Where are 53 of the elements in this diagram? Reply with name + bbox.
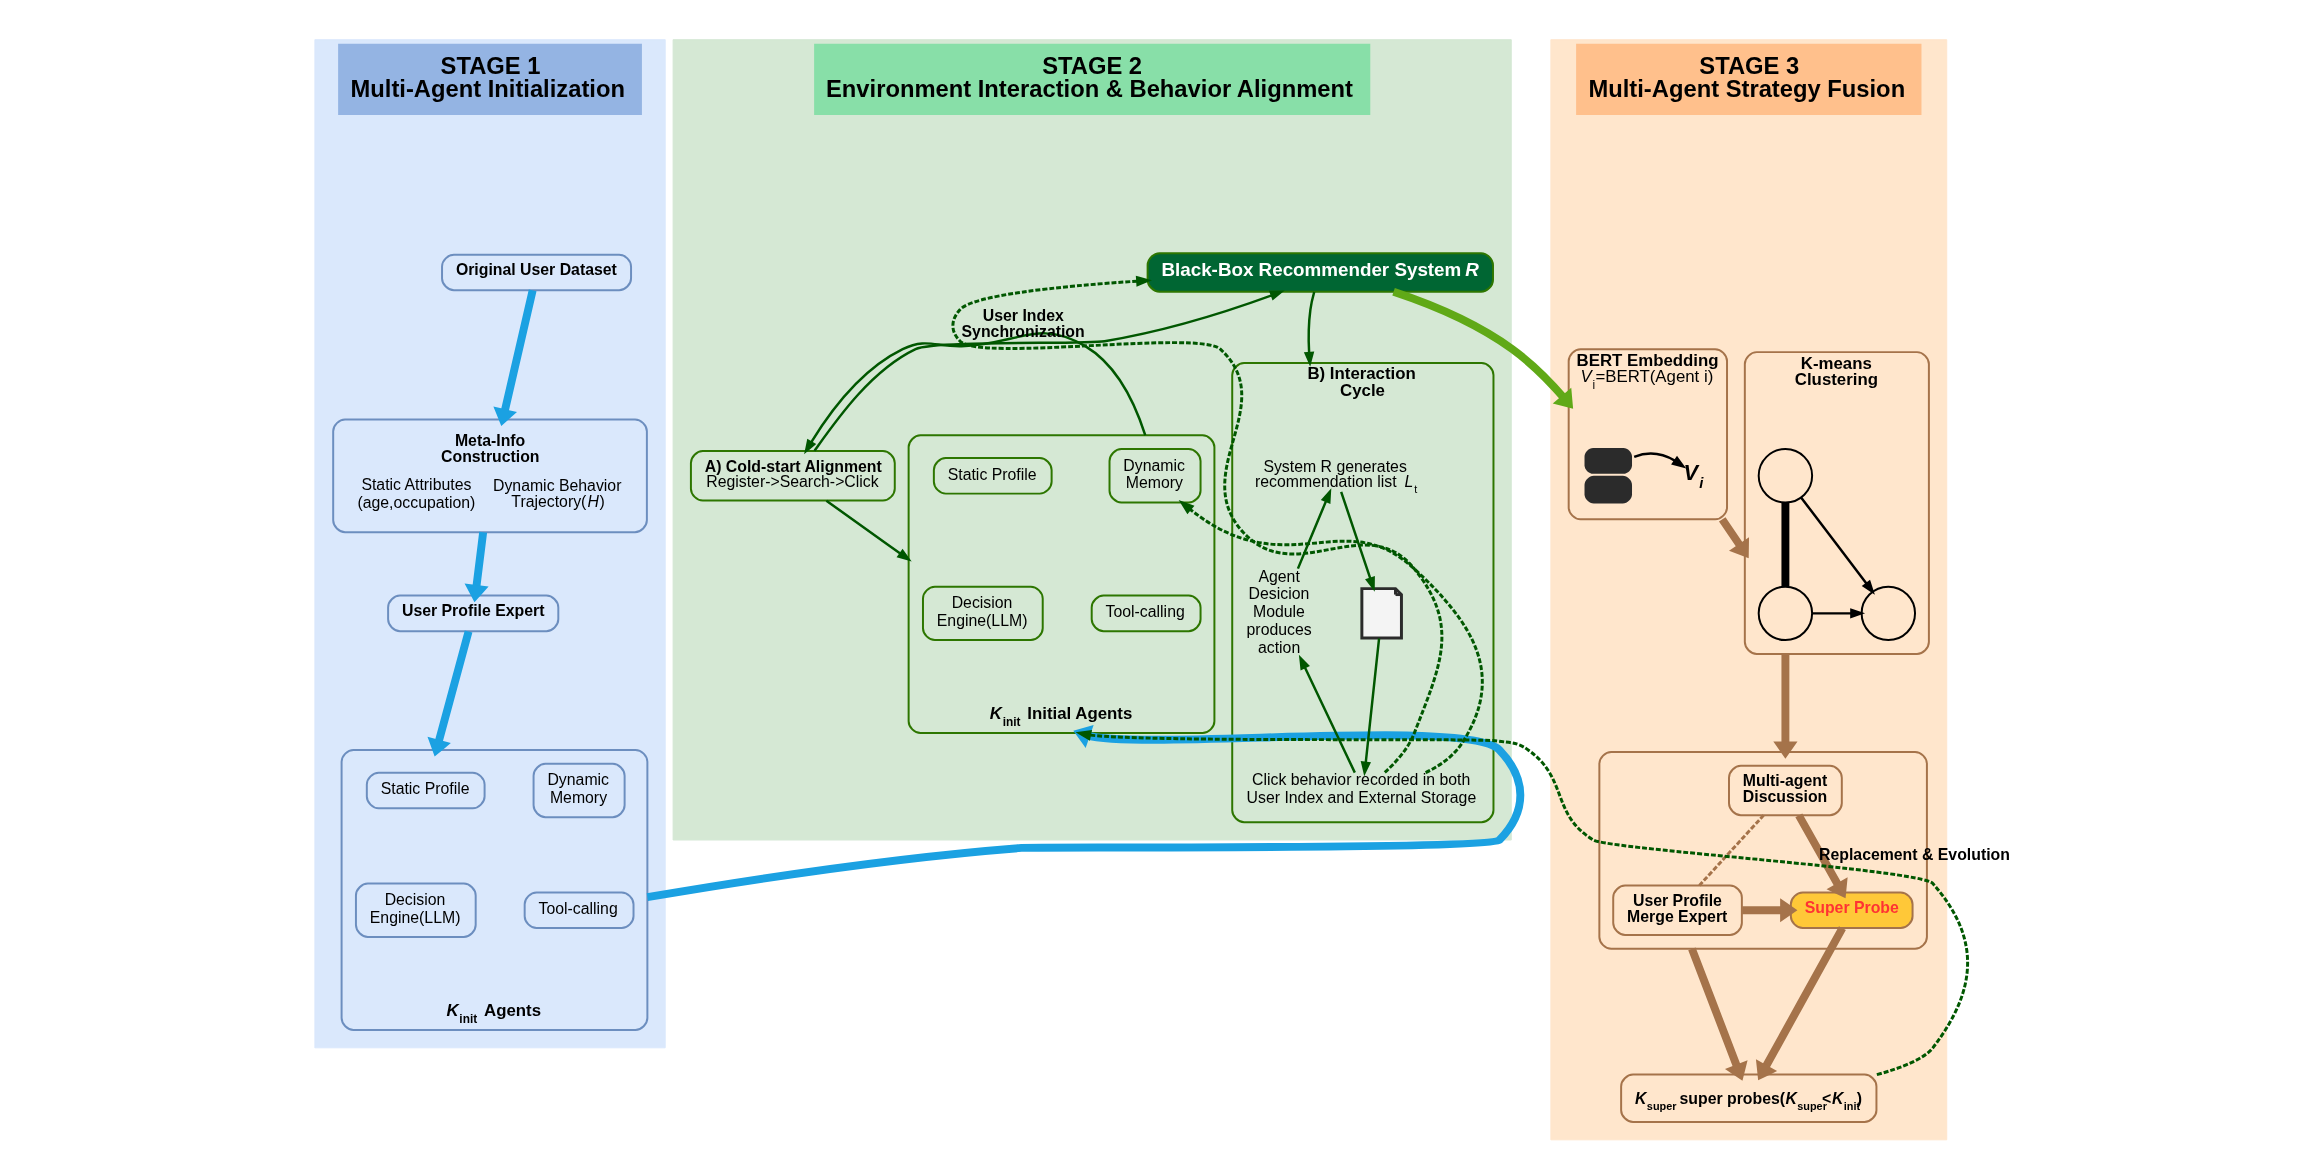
node-box: Tool-calling	[1090, 594, 1202, 633]
arrow	[1718, 517, 1749, 559]
node-circle	[1860, 585, 1916, 642]
node-text: V$_{i}$	[1682, 460, 1703, 492]
arrow	[1741, 898, 1797, 923]
node-text: System R generates recommendation list L$_{t}$	[1254, 457, 1417, 496]
node-box: Dynamic Memory	[1108, 448, 1202, 504]
node-box: Decision Engine(LLM)	[921, 585, 1044, 642]
node-box: User Profile Expert	[386, 594, 559, 633]
arrow	[1391, 288, 1573, 409]
node-box: Super Probe	[1789, 891, 1914, 930]
node-box: Static Profile	[932, 457, 1053, 495]
arrow	[492, 289, 536, 427]
node-box: Meta-Info Construction Static Attributes (age,occupation) Dynamic Behavior Trajectory(H)	[331, 418, 648, 534]
node-box: User Profile Merge Expert	[1611, 884, 1743, 936]
node-circle	[1757, 585, 1813, 642]
arrow	[825, 499, 912, 562]
node-circle	[1757, 448, 1813, 504]
arrow	[646, 725, 1524, 902]
arrow	[464, 531, 489, 603]
arrow	[1074, 729, 1969, 1077]
node-text: Agent Desicion Module produces action	[1246, 567, 1312, 656]
arrow	[1794, 813, 1848, 899]
arrow	[1772, 653, 1798, 759]
arrow	[1799, 496, 1875, 595]
edge-label: Replacement & Evolution	[1818, 845, 2010, 863]
node-box: A) Cold-start Alignment Register->Search->Click	[689, 450, 896, 502]
arrow	[426, 630, 472, 757]
cluster: K-means Clustering	[1743, 351, 1930, 655]
node-box: Original User Dataset	[440, 253, 632, 292]
arrow	[1296, 488, 1331, 570]
node-box: Tool-calling	[523, 891, 634, 930]
arrow	[1633, 452, 1686, 469]
node-box: Decision Engine(LLM)	[354, 882, 477, 938]
arrow	[1303, 291, 1315, 367]
connector	[1780, 502, 1789, 587]
node-box: Multi-agent Discussion	[1727, 764, 1843, 817]
node-box: Dynamic Memory	[532, 762, 626, 819]
node-box: Static Profile	[365, 771, 486, 810]
arrow	[1298, 654, 1356, 774]
arrow	[812, 290, 1285, 452]
node-text: Click behavior recorded in both User Index and External Storage	[1246, 771, 1476, 807]
arrow	[1339, 491, 1375, 592]
arrow	[1178, 499, 1484, 774]
connector	[1697, 814, 1765, 887]
arrow	[1811, 608, 1865, 619]
arrow	[1687, 947, 1748, 1081]
edge-label: User Index Synchronization	[961, 307, 1085, 341]
arrow	[1755, 926, 1846, 1081]
arrow	[803, 332, 1146, 455]
node-box: Black-Box Recommender System R	[1146, 252, 1494, 293]
arrow	[951, 275, 1443, 774]
arrow	[1360, 638, 1380, 777]
